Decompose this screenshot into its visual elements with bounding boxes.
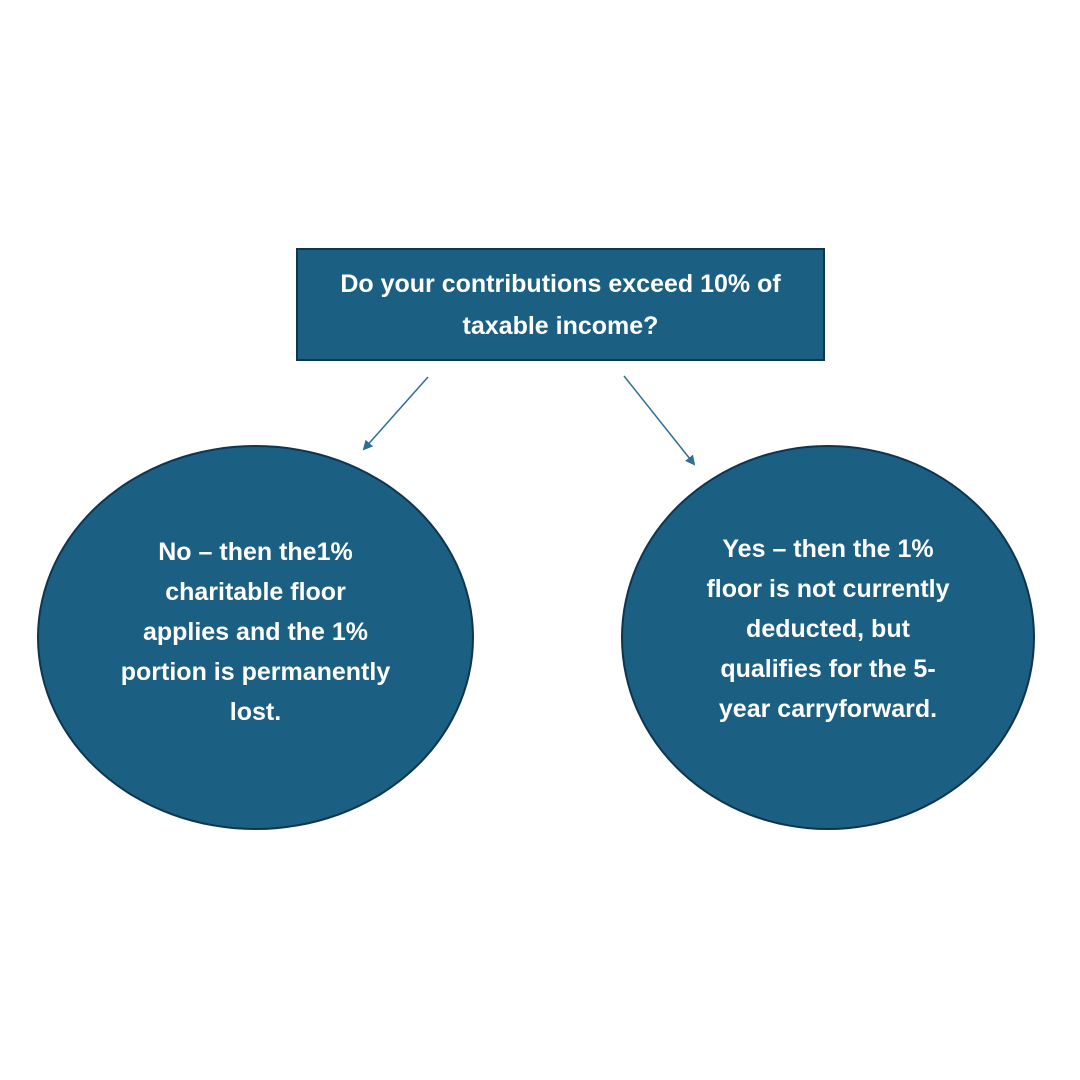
question-node: Do your contributions exceed 10% of taxa… [296, 248, 825, 361]
answer-no-text: No – then the1% charitable floor applies… [120, 537, 391, 726]
answer-yes-text: Yes – then the 1% floor is not currently… [706, 534, 950, 723]
question-text: Do your contributions exceed 10% of taxa… [340, 269, 781, 340]
answer-no-node: No – then the1% charitable floor applies… [37, 445, 474, 830]
answer-yes-node: Yes – then the 1% floor is not currently… [621, 445, 1035, 830]
arrow-to-no [362, 376, 429, 451]
arrow-to-yes [623, 375, 696, 466]
